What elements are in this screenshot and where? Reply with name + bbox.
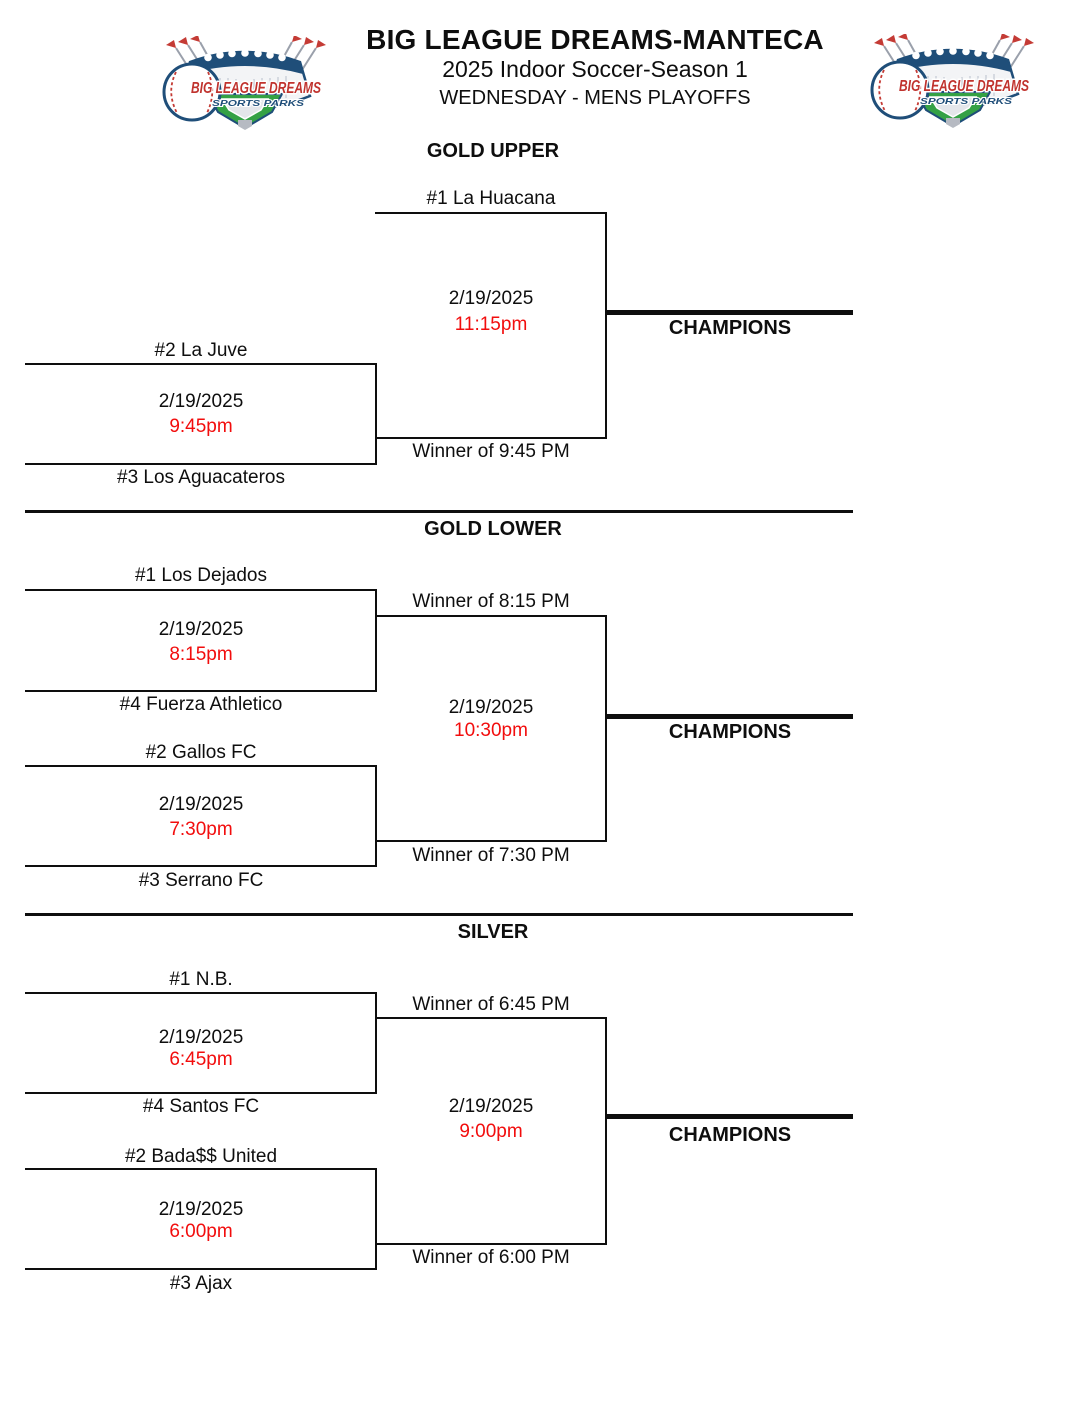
bracket-line-v bbox=[605, 1017, 607, 1245]
match-time: 9:00pm bbox=[459, 1121, 523, 1142]
logo-wordmark: BIG LEAGUE DREAMS bbox=[899, 78, 1029, 95]
team-label: #2 Bada$$ United bbox=[124, 1146, 278, 1167]
bracket-line-h bbox=[377, 1017, 607, 1019]
match-date: 2/19/2025 bbox=[158, 619, 244, 640]
baseball-stitch bbox=[170, 71, 178, 114]
section-heading-gold-upper: GOLD UPPER bbox=[426, 140, 560, 162]
baseball-icon bbox=[870, 60, 930, 120]
field-infield bbox=[220, 98, 270, 120]
baseball-stitch bbox=[206, 71, 214, 114]
bracket-line-h bbox=[377, 437, 607, 439]
champions-label: CHAMPIONS bbox=[668, 721, 792, 743]
team-label: #3 Ajax bbox=[169, 1273, 233, 1294]
champions-line bbox=[607, 1114, 853, 1119]
bracket-line-h bbox=[25, 589, 377, 591]
match-time: 8:15pm bbox=[169, 644, 233, 665]
winner-label: Winner of 6:45 PM bbox=[412, 994, 570, 1015]
section-heading-silver: SILVER bbox=[457, 921, 529, 943]
team-label: #4 Fuerza Athletico bbox=[119, 694, 283, 715]
team-label: #2 La Juve bbox=[154, 340, 248, 361]
champions-line bbox=[607, 310, 853, 315]
logo-wordmark: BIG LEAGUE DREAMS bbox=[191, 80, 321, 97]
bracket-line-h bbox=[25, 1268, 377, 1270]
winner-label: Winner of 6:00 PM bbox=[412, 1247, 570, 1268]
team-label: #1 Los Dejados bbox=[134, 565, 268, 586]
team-label: #3 Los Aguacateros bbox=[117, 467, 285, 488]
team-label: #2 Gallos FC bbox=[145, 742, 257, 763]
bracket-line-h bbox=[375, 212, 607, 214]
bracket-line-h bbox=[25, 1168, 377, 1170]
match-time: 6:00pm bbox=[169, 1221, 233, 1242]
baseball-icon bbox=[162, 62, 222, 122]
bracket-line-v bbox=[375, 1168, 377, 1270]
division-subheading: WEDNESDAY - MENS PLAYOFFS bbox=[439, 87, 751, 109]
bracket-line-h bbox=[25, 865, 377, 867]
team-label: #1 N.B. bbox=[169, 969, 233, 990]
bracket-line-h bbox=[25, 992, 377, 994]
bracket-line-v bbox=[605, 212, 607, 439]
champions-label: CHAMPIONS bbox=[668, 1124, 792, 1146]
team-label: #4 Santos FC bbox=[142, 1096, 260, 1117]
match-date: 2/19/2025 bbox=[158, 1027, 244, 1048]
match-time: 6:45pm bbox=[169, 1049, 233, 1070]
bracket-line-h bbox=[377, 1243, 607, 1245]
flag-icon bbox=[166, 36, 326, 48]
champions-label: CHAMPIONS bbox=[668, 317, 792, 339]
bracket-line-h bbox=[25, 690, 377, 692]
stadium-arch-band bbox=[187, 52, 303, 74]
bracket-line-v bbox=[375, 765, 377, 867]
winner-label: Winner of 7:30 PM bbox=[412, 845, 570, 866]
team-label: #3 Serrano FC bbox=[138, 870, 264, 891]
bracket-line-v bbox=[375, 363, 377, 465]
match-date: 2/19/2025 bbox=[448, 288, 534, 309]
match-time: 11:15pm bbox=[454, 314, 528, 335]
match-date: 2/19/2025 bbox=[158, 391, 244, 412]
section-heading-gold-lower: GOLD LOWER bbox=[424, 518, 562, 540]
bracket-line-h bbox=[25, 1092, 377, 1094]
match-date: 2/19/2025 bbox=[448, 697, 534, 718]
bracket-line-h bbox=[25, 463, 377, 465]
stadium-arches bbox=[204, 49, 286, 62]
home-plate-icon bbox=[238, 120, 252, 130]
logo-tagline: SPORTS PARKS bbox=[920, 97, 1013, 106]
bracket-line-h bbox=[25, 765, 377, 767]
season-subtitle: 2025 Indoor Soccer-Season 1 bbox=[442, 56, 748, 82]
section-divider bbox=[25, 913, 853, 916]
big-league-dreams-logo: BIG LEAGUE DREAMS SPORTS PARKS bbox=[162, 36, 326, 130]
match-time: 7:30pm bbox=[169, 819, 233, 840]
bracket-line-h bbox=[25, 363, 377, 365]
match-time: 9:45pm bbox=[169, 416, 233, 437]
match-date: 2/19/2025 bbox=[158, 794, 244, 815]
section-divider bbox=[25, 510, 853, 513]
winner-label: Winner of 9:45 PM bbox=[412, 441, 570, 462]
match-date: 2/19/2025 bbox=[158, 1199, 244, 1220]
page-title: BIG LEAGUE DREAMS-MANTECA bbox=[366, 24, 824, 55]
big-league-dreams-logo: BIG LEAGUE DREAMS SPORTS PARKS bbox=[870, 34, 1034, 128]
champions-line bbox=[607, 714, 853, 719]
bracket-line-v bbox=[605, 615, 607, 842]
bracket-line-v bbox=[375, 589, 377, 692]
winner-label: Winner of 8:15 PM bbox=[412, 591, 570, 612]
bracket-line-h bbox=[377, 615, 607, 617]
match-time: 10:30pm bbox=[454, 720, 528, 741]
logo-tagline: SPORTS PARKS bbox=[212, 99, 305, 108]
bracket-line-v bbox=[375, 992, 377, 1094]
match-date: 2/19/2025 bbox=[448, 1096, 534, 1117]
bracket-line-h bbox=[377, 840, 607, 842]
team-label: #1 La Huacana bbox=[426, 188, 556, 209]
